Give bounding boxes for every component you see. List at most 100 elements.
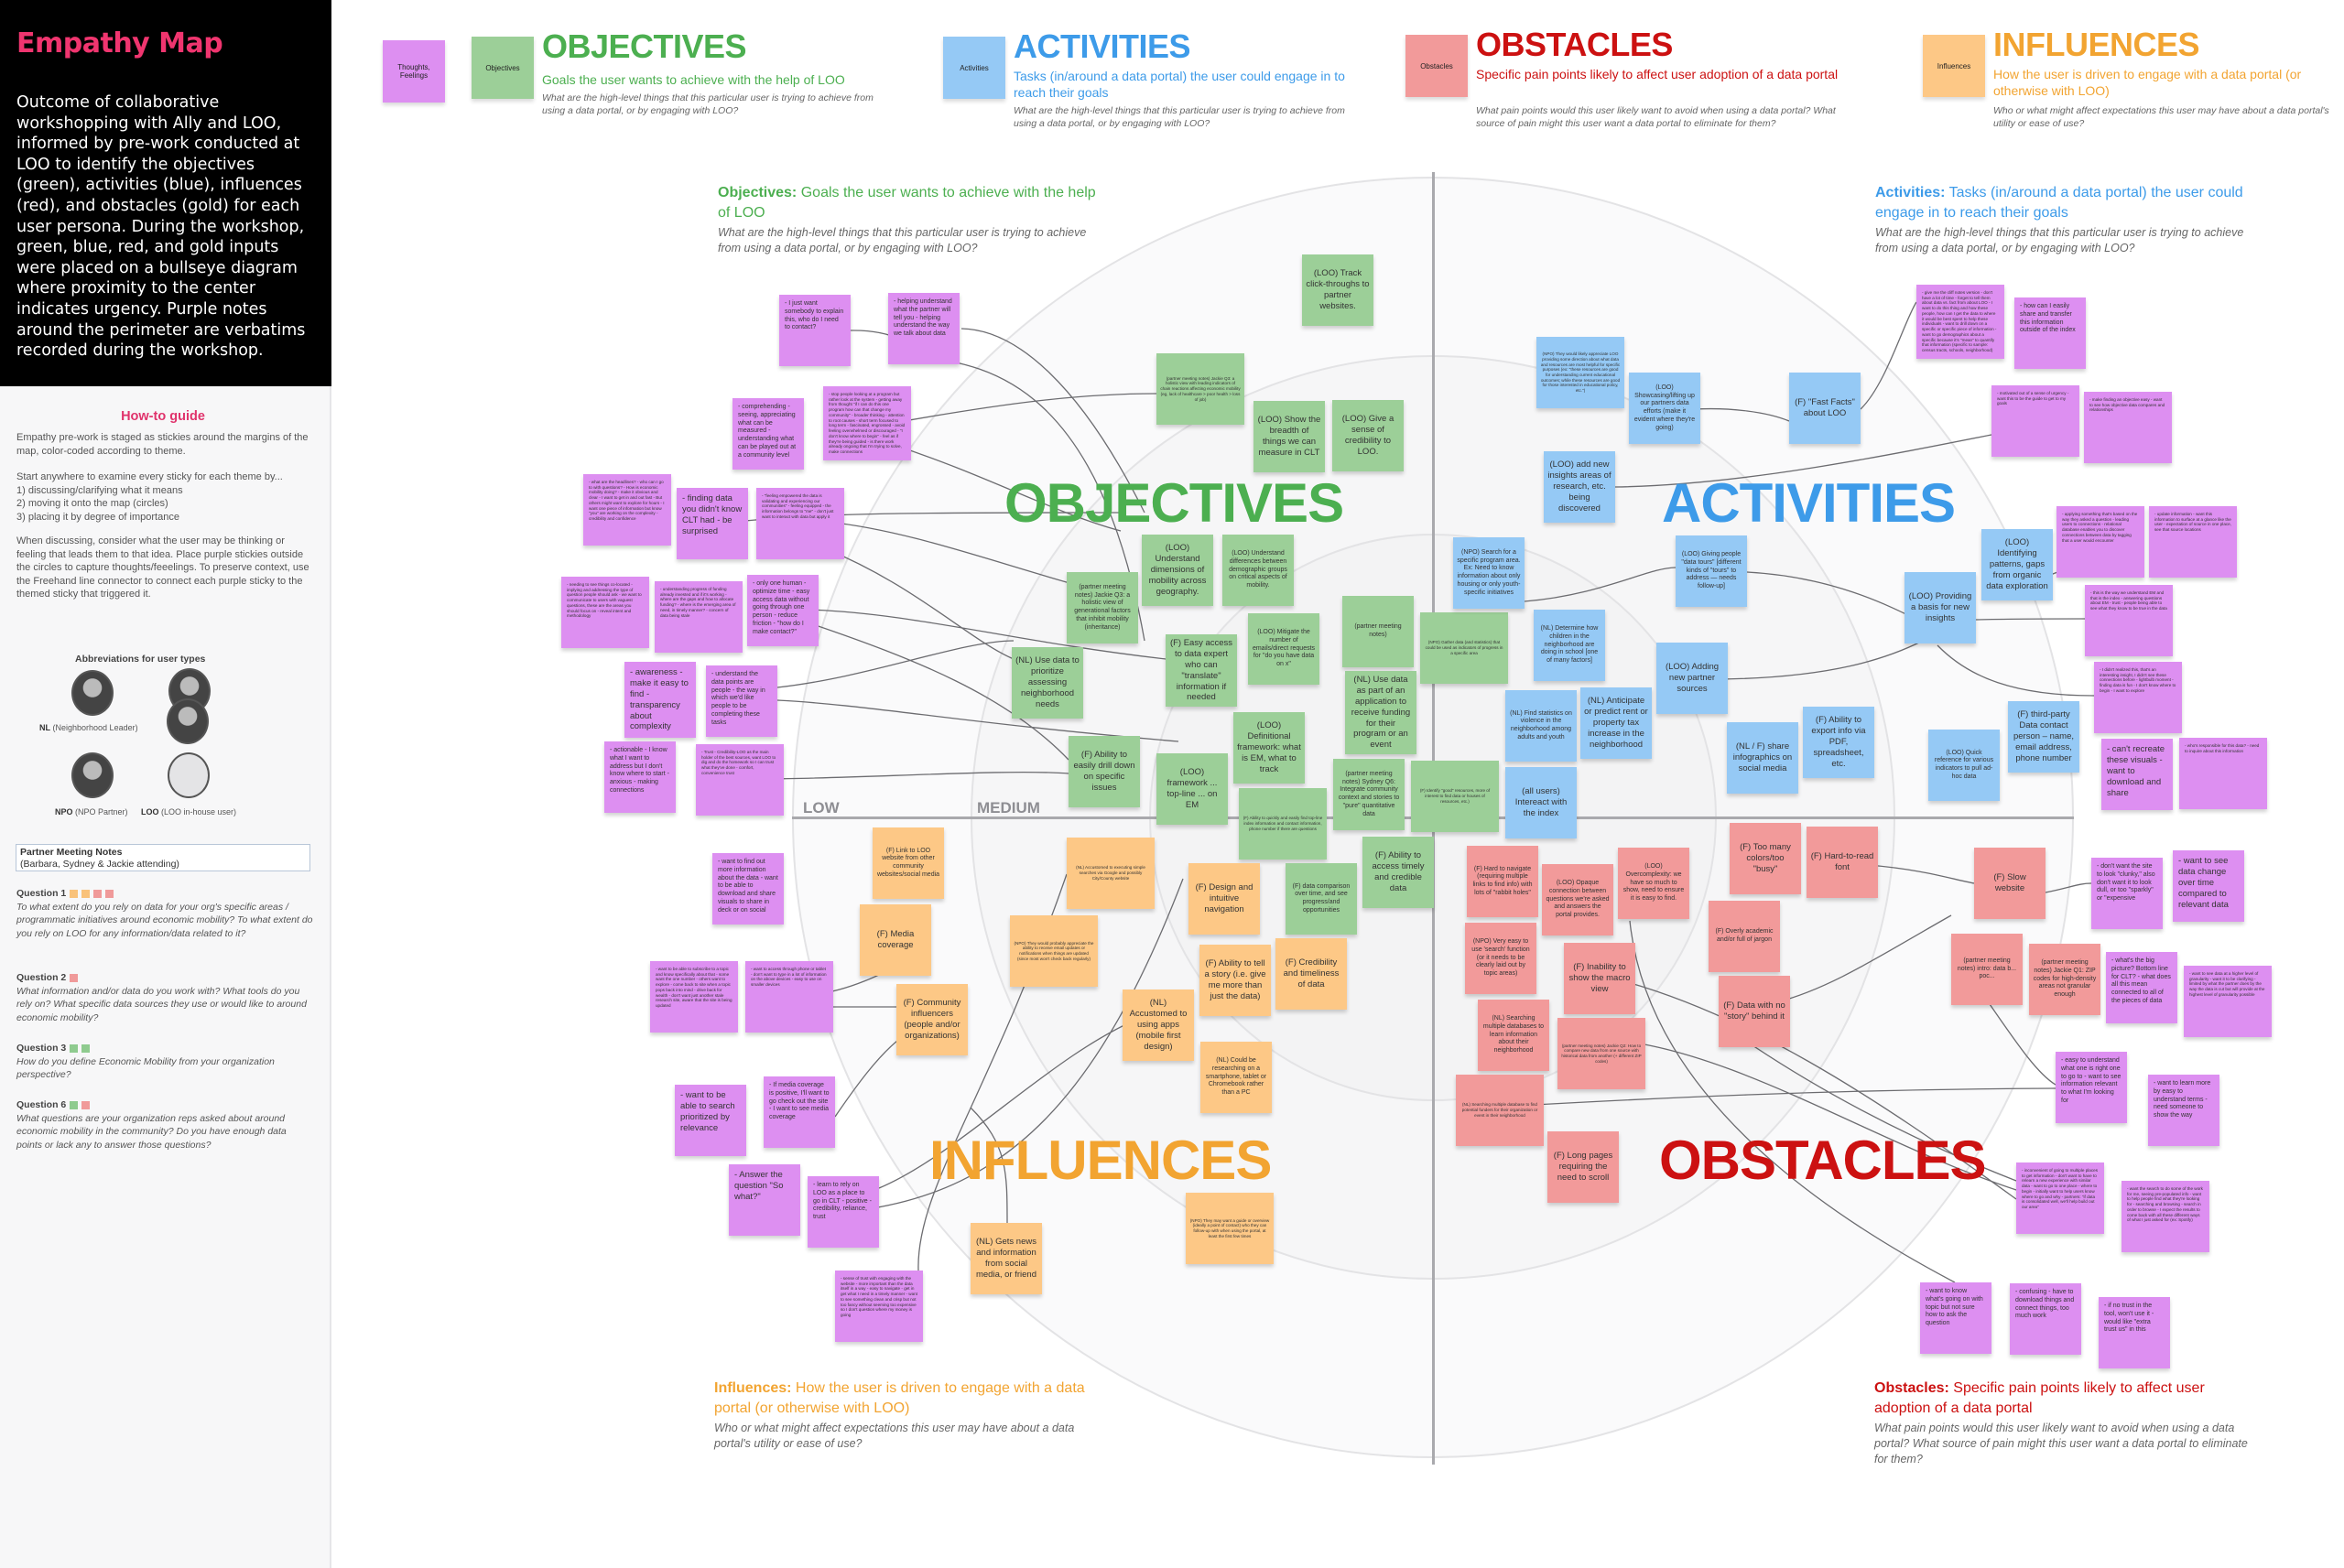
- thought-feeling-sticky[interactable]: - If media coverage is positive, I'll wa…: [764, 1076, 835, 1148]
- objective-sticky[interactable]: (F) Ability to easily drill down on spec…: [1069, 736, 1140, 807]
- influence-sticky[interactable]: (NPO) They would probably appreciate the…: [1010, 915, 1098, 987]
- thought-feeling-sticky[interactable]: - finding data you didn't know CLT had -…: [677, 488, 748, 559]
- influence-sticky[interactable]: (NL) Accustomed to using apps (mobile fi…: [1123, 989, 1194, 1061]
- activitie-sticky[interactable]: (NPO) Search for a specific program area…: [1453, 537, 1525, 609]
- obstacle-sticky[interactable]: (F) Hard to navigate (requiring multiple…: [1467, 846, 1538, 917]
- thought-feeling-sticky[interactable]: - want to find out more information abou…: [712, 853, 784, 925]
- thought-feeling-sticky[interactable]: - want to see data change over time comp…: [2173, 850, 2244, 922]
- thought-feeling-sticky[interactable]: - understand the data points are people …: [706, 665, 777, 737]
- objective-sticky[interactable]: (F) Easy access to data expert who can "…: [1166, 634, 1237, 708]
- thought-feeling-sticky[interactable]: - helping understand what the partner wi…: [888, 293, 960, 364]
- thought-feeling-sticky[interactable]: - only one human - optimize time - easy …: [747, 575, 819, 646]
- thought-feeling-sticky[interactable]: - needing to see things co-located - imp…: [561, 577, 649, 648]
- thought-feeling-sticky[interactable]: - I didn't realized this, that's an inte…: [2094, 662, 2182, 733]
- activitie-sticky[interactable]: (LOO) Showcasing/lifting up our partners…: [1629, 373, 1700, 444]
- thought-feeling-sticky[interactable]: - learn to rely on LOO as a place to go …: [808, 1176, 879, 1248]
- thought-feeling-sticky[interactable]: - motivated out of a sense of urgency - …: [1991, 385, 2079, 457]
- objective-sticky[interactable]: (partner meeting notes) Sydney Q6: Integ…: [1333, 759, 1405, 830]
- obstacle-sticky[interactable]: (F) Inability to show the macro view: [1564, 943, 1635, 1014]
- influence-sticky[interactable]: (NL) Accustomed to executing simple sear…: [1067, 838, 1155, 909]
- objective-sticky[interactable]: (LOO) framework ... top-line ... on EM: [1156, 753, 1228, 825]
- thought-feeling-sticky[interactable]: - easy to understand what one is right o…: [2056, 1052, 2127, 1123]
- influence-sticky[interactable]: (F) Community influencers (people and/or…: [896, 984, 968, 1055]
- obstacle-sticky[interactable]: (NL) Searching multiple database to find…: [1456, 1075, 1544, 1146]
- thought-feeling-sticky[interactable]: - inconvenient of going to multiple plac…: [2016, 1162, 2104, 1234]
- activitie-sticky[interactable]: (all users) Intereact with the index: [1505, 767, 1577, 838]
- thought-feeling-sticky[interactable]: - want to learn more by easy to understa…: [2148, 1075, 2219, 1146]
- obstacle-sticky[interactable]: (NPO) Very easy to use 'search' function…: [1465, 923, 1536, 994]
- activitie-sticky[interactable]: (F) third-party Data contact person – na…: [2008, 701, 2079, 773]
- thought-feeling-sticky[interactable]: - want to be able to search prioritized …: [675, 1085, 746, 1156]
- objective-sticky[interactable]: (NL) Use data as part of an application …: [1345, 671, 1416, 755]
- thought-feeling-sticky[interactable]: - want to be able to subscribe to a topi…: [650, 961, 738, 1033]
- activitie-sticky[interactable]: (NPO) They would likely appreciate LOO p…: [1536, 337, 1624, 408]
- thought-feeling-sticky[interactable]: - don't want the site to look "clunky," …: [2091, 858, 2163, 929]
- objective-sticky[interactable]: (partner meeting notes) Jackie Q3: a hol…: [1156, 353, 1244, 425]
- thought-feeling-sticky[interactable]: - what are the headlines? - who can I go…: [583, 474, 671, 546]
- obstacle-sticky[interactable]: (F) Overly academic and/or full of jargo…: [1709, 901, 1780, 972]
- influence-sticky[interactable]: (NPO) They may want a guide or overview …: [1186, 1193, 1274, 1264]
- obstacle-sticky[interactable]: (partner meeting notes) intro: data b...…: [1951, 934, 2023, 1005]
- influence-sticky[interactable]: (NL) Could be researching on a smartphon…: [1200, 1042, 1272, 1113]
- thought-feeling-sticky[interactable]: - understanding progress of funding alre…: [655, 581, 743, 653]
- thought-feeling-sticky[interactable]: - make finding an objective easy - want …: [2084, 392, 2172, 463]
- thought-feeling-sticky[interactable]: - awareness - make it easy to find - tra…: [624, 662, 696, 739]
- activitie-sticky[interactable]: (LOO) Providing a basis for new insights: [1904, 572, 1976, 643]
- influence-sticky[interactable]: (F) Link to LOO website from other commu…: [873, 827, 944, 899]
- objective-sticky[interactable]: (LOO) Mitigate the number of emails/dire…: [1248, 613, 1319, 685]
- thought-feeling-sticky[interactable]: - Trust - Credibility-LOO as the main ho…: [696, 744, 784, 816]
- thought-feeling-sticky[interactable]: - if no trust in the tool, won't use it …: [2099, 1297, 2170, 1368]
- activitie-sticky[interactable]: (LOO) Quick reference for various indica…: [1928, 730, 2000, 801]
- obstacle-sticky[interactable]: (LOO) Opaque connection between question…: [1542, 864, 1613, 935]
- obstacle-sticky[interactable]: (F) Long pages requiring the need to scr…: [1547, 1131, 1619, 1203]
- thought-feeling-sticky[interactable]: - Answer the question "So what?": [729, 1164, 800, 1236]
- influence-sticky[interactable]: (F) Ability to tell a story (i.e. give m…: [1199, 945, 1271, 1016]
- activitie-sticky[interactable]: (F) Ability to export info via PDF, spre…: [1803, 707, 1874, 778]
- objective-sticky[interactable]: (LOO) Understand dimensions of mobility …: [1142, 535, 1213, 606]
- thought-feeling-sticky[interactable]: - want the search to do some of the work…: [2122, 1181, 2209, 1252]
- obstacle-sticky[interactable]: (F) Hard-to-read font: [1807, 827, 1878, 898]
- thought-feeling-sticky[interactable]: - confusing - have to download things an…: [2010, 1283, 2081, 1355]
- activitie-sticky[interactable]: (NL) Determine how children in the neigh…: [1534, 610, 1605, 681]
- thought-feeling-sticky[interactable]: - comprehending - seeing, appreciating w…: [732, 398, 804, 470]
- influence-sticky[interactable]: (F) Media coverage: [860, 904, 931, 976]
- activitie-sticky[interactable]: (LOO) Identifying patterns, gaps from or…: [1981, 529, 2053, 600]
- thought-feeling-sticky[interactable]: - give me the cliff notes version - don'…: [1916, 285, 2004, 359]
- thought-feeling-sticky[interactable]: - want to know what's going on with topi…: [1920, 1282, 1991, 1354]
- obstacle-sticky[interactable]: (NL) Searching multiple databases to lea…: [1478, 1000, 1549, 1071]
- activitie-sticky[interactable]: (NL / F) share infographics on social me…: [1727, 722, 1798, 794]
- objective-sticky[interactable]: (F) Ability to access timely and credibl…: [1362, 837, 1434, 908]
- obstacle-sticky[interactable]: (partner meeting notes) Jackie Q2: How t…: [1557, 1018, 1645, 1089]
- activitie-sticky[interactable]: (LOO) add new insights areas of research…: [1544, 451, 1615, 523]
- objective-sticky[interactable]: (LOO) Understand differences between dem…: [1222, 535, 1294, 606]
- objective-sticky[interactable]: (LOO) Show the breadth of things we can …: [1253, 401, 1325, 472]
- objective-sticky[interactable]: (partner meeting notes): [1342, 596, 1414, 667]
- thought-feeling-sticky[interactable]: - want to see data at a higher level of …: [2184, 966, 2272, 1037]
- obstacle-sticky[interactable]: (F) Data with no "story" behind it: [1719, 976, 1790, 1047]
- objective-sticky[interactable]: (F) Ability to quickly and easily find t…: [1239, 788, 1327, 860]
- influence-sticky[interactable]: (NL) Gets news and information from soci…: [971, 1223, 1042, 1294]
- objective-sticky[interactable]: (NPO) Gather data (and statistics) that …: [1420, 612, 1508, 684]
- thought-feeling-sticky[interactable]: - this is the way we understand EM and t…: [2085, 585, 2173, 656]
- activitie-sticky[interactable]: (LOO) Adding new partner sources: [1656, 643, 1728, 714]
- thought-feeling-sticky[interactable]: - applying something that's based on the…: [2056, 506, 2144, 578]
- influence-sticky[interactable]: (F) Credibility and timeliness of data: [1275, 938, 1347, 1010]
- objective-sticky[interactable]: (LOO) Definitional framework: what is EM…: [1233, 712, 1305, 784]
- thought-feeling-sticky[interactable]: - can't recreate these visuals - want to…: [2101, 739, 2173, 810]
- objective-sticky[interactable]: (NL) Use data to prioritize assessing ne…: [1012, 647, 1083, 719]
- objective-sticky[interactable]: (partner meeting notes) Jackie Q3: a hol…: [1067, 572, 1138, 643]
- activitie-sticky[interactable]: (LOO) Giving people "data tours" [differ…: [1676, 535, 1747, 607]
- thought-feeling-sticky[interactable]: - what's the big picture? Bottom line fo…: [2106, 952, 2177, 1023]
- thought-feeling-sticky[interactable]: - who's responsible for this data? - nee…: [2179, 738, 2267, 809]
- activitie-sticky[interactable]: (F) "Fast Facts" about LOO: [1789, 373, 1861, 444]
- thought-feeling-sticky[interactable]: - how can I easily share and transfer th…: [2014, 297, 2086, 369]
- obstacle-sticky[interactable]: (partner meeting notes) Jackie Q1: ZIP c…: [2029, 944, 2100, 1015]
- activitie-sticky[interactable]: (NL) Find statistics on violence in the …: [1505, 690, 1577, 762]
- obstacle-sticky[interactable]: (LOO) Overcomplexity: we have so much to…: [1618, 848, 1689, 919]
- objective-sticky[interactable]: (LOO) Track click-throughs to partner we…: [1302, 254, 1373, 326]
- thought-feeling-sticky[interactable]: - sense of trust with engaging with the …: [835, 1271, 923, 1342]
- influence-sticky[interactable]: (F) Design and intuitive navigation: [1188, 863, 1260, 935]
- objective-sticky[interactable]: (F) data comparison over time, and see p…: [1286, 863, 1357, 935]
- thought-feeling-sticky[interactable]: - stop people looking at a program but r…: [823, 386, 911, 460]
- objective-sticky[interactable]: (F) Identify "good" resources, more of i…: [1411, 761, 1499, 832]
